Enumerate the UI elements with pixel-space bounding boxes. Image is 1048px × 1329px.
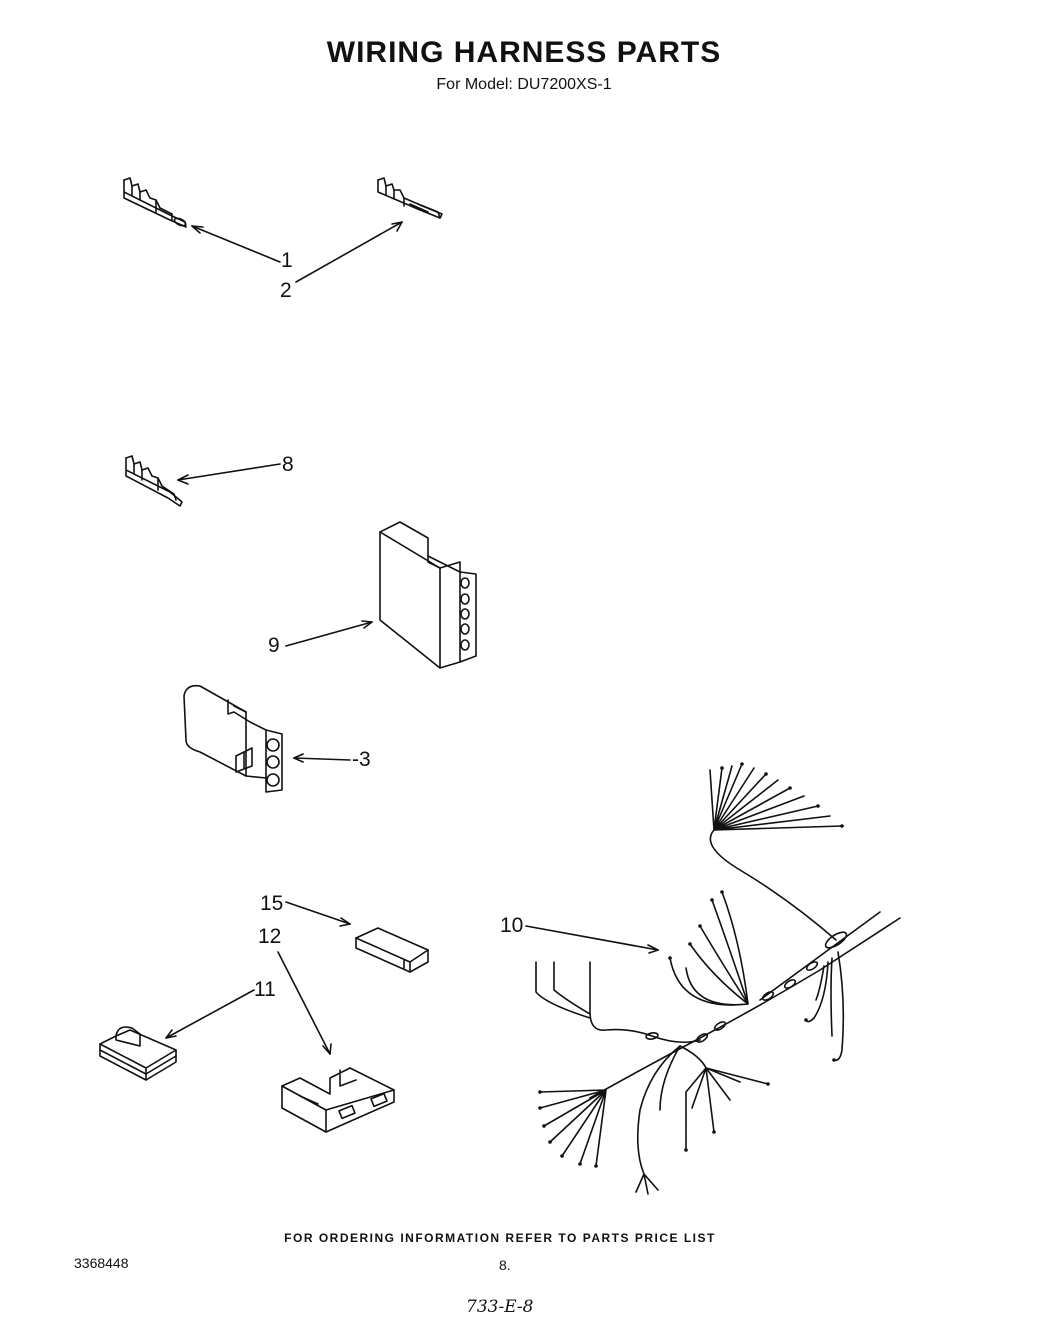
- callout-15: 15: [260, 892, 284, 915]
- part-12-connector: [282, 1068, 394, 1132]
- part-3-connector: [184, 686, 282, 792]
- callout-11: 11: [254, 978, 276, 1001]
- part-1-terminal: [124, 178, 187, 227]
- callout-2: 2: [280, 279, 292, 302]
- callout-10: 10: [500, 914, 524, 937]
- part-15-connector: [356, 928, 428, 972]
- part-2-terminal: [378, 178, 442, 218]
- model-subtitle: For Model: DU7200XS-1: [436, 76, 612, 93]
- ordering-note: FOR ORDERING INFORMATION REFER TO PARTS …: [284, 1231, 716, 1245]
- page-number: 8.: [499, 1257, 511, 1273]
- page-title: WIRING HARNESS PARTS: [326, 36, 722, 69]
- callout-3: -3: [352, 748, 371, 771]
- callout-12: 12: [258, 925, 282, 948]
- part-9-connector: [380, 522, 476, 668]
- callout-1: 1: [281, 249, 293, 272]
- part-10-wiring-harness: [536, 762, 900, 1194]
- part-8-terminal: [126, 456, 182, 506]
- handwritten-note: 733-E-8: [466, 1297, 534, 1317]
- document-number: 3368448: [74, 1255, 129, 1271]
- part-11-connector: [100, 1027, 176, 1080]
- callout-9: 9: [268, 634, 280, 657]
- leader-lines: [166, 222, 658, 1054]
- callout-8: 8: [282, 453, 294, 476]
